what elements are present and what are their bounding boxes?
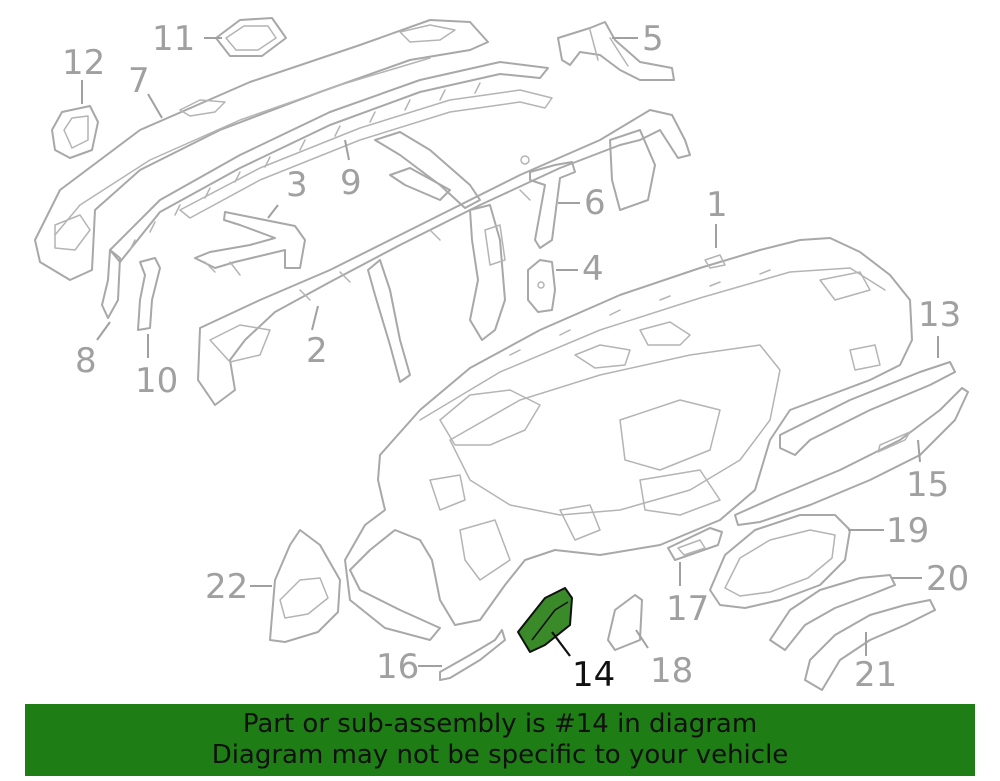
part-22-airbag-cover [269,529,341,643]
callout-18: 18 [650,651,693,691]
part-10-strip [137,257,161,331]
callout-22: 22 [205,567,248,607]
callout-20: 20 [926,559,969,599]
callout-7: 7 [128,61,150,101]
part-20-cover [769,574,896,651]
part-13-trim [779,361,956,456]
callout-9: 9 [340,163,362,203]
callout-4: 4 [582,249,604,289]
part-16-strip [439,629,506,681]
callout-14: 14 [572,655,615,695]
part-7-upper-trim [34,19,489,281]
part-1-instrument-panel [344,237,913,641]
callout-19: 19 [886,511,929,551]
banner-line-2: Diagram may not be specific to your vehi… [211,740,789,770]
callout-labels: 11 12 7 5 9 3 6 1 4 2 8 10 13 15 19 20 1… [62,19,969,695]
part-15-trim-panel [734,387,969,526]
callout-3: 3 [286,165,308,205]
callout-5: 5 [642,19,664,59]
callout-16: 16 [376,647,419,687]
part-2-crosscar-beam [197,109,691,406]
part-8-strip [101,249,121,319]
callout-13: 13 [918,295,961,335]
callout-2: 2 [306,331,328,371]
part-9-retainer-strip [109,61,553,263]
part-18-bracket [607,594,643,651]
callout-11: 11 [152,19,195,59]
part-3-bracket [194,211,306,276]
part-6-bracket [529,161,576,249]
callout-17: 17 [666,589,709,629]
callout-6: 6 [584,183,606,223]
callout-1: 1 [706,185,728,225]
part-17-switch [667,527,723,561]
part-4-cover [527,259,556,313]
callout-10: 10 [135,361,178,401]
callout-21: 21 [854,655,897,695]
banner-line-1: Part or sub-assembly is #14 in diagram [242,709,758,739]
info-banner: Part or sub-assembly is #14 in diagram D… [25,704,975,776]
part-5-bracket [557,21,675,81]
callout-12: 12 [62,43,105,83]
parts-diagram: 11 12 7 5 9 3 6 1 4 2 8 10 13 15 19 20 1… [34,17,969,695]
part-21-lower-trim [804,599,936,691]
part-14-highlighted-bracket [517,587,573,653]
leader-lines [81,37,939,667]
part-19-cluster-bezel [709,514,851,609]
part-11-vent [215,17,287,57]
part-12-side-bezel [51,105,99,159]
callout-15: 15 [906,465,949,505]
callout-8: 8 [75,341,97,381]
